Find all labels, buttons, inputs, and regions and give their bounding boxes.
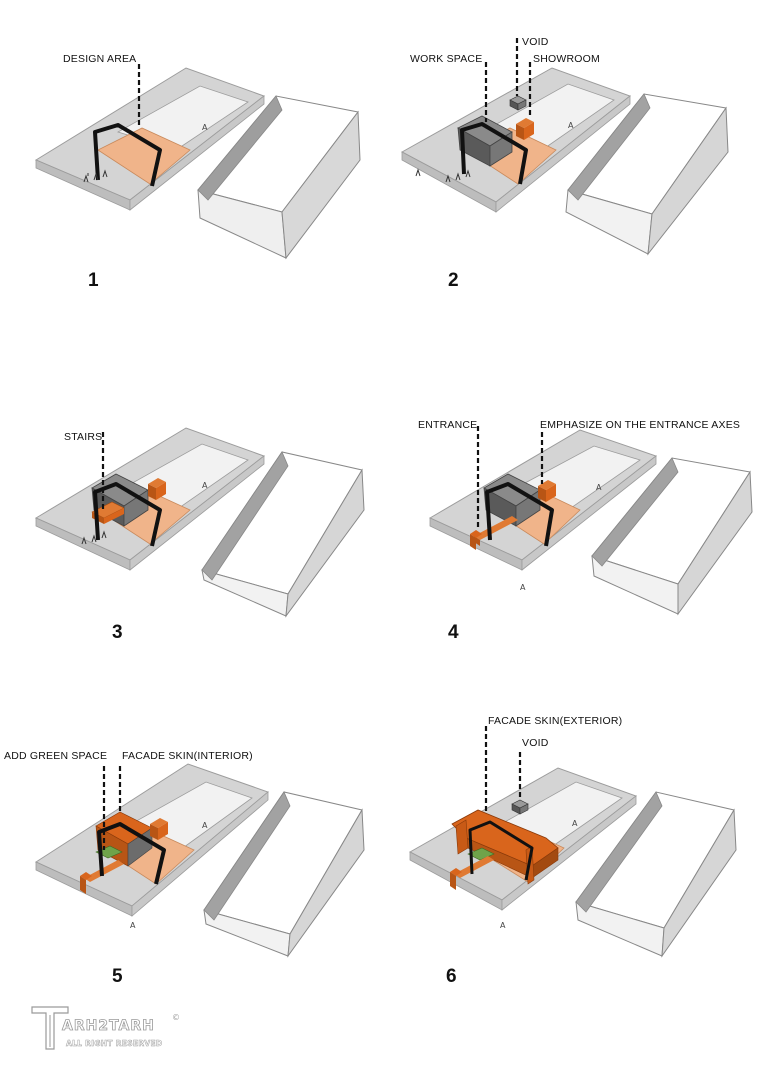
- north-mark: A: [568, 121, 574, 130]
- label-stairs: STAIRS: [64, 431, 103, 443]
- step-number: 2: [448, 270, 459, 291]
- watermark-subtitle: ALL RIGHT RESERVED: [66, 1039, 163, 1049]
- step-4-diagram: A A: [428, 426, 753, 616]
- step-number: 4: [448, 622, 459, 643]
- showroom-volume: [150, 818, 168, 840]
- design-frame: [460, 122, 528, 185]
- step-number: 1: [88, 270, 99, 291]
- design-frame: [468, 820, 534, 881]
- label-void: VOID: [522, 36, 549, 48]
- figure-icons: [83, 169, 108, 183]
- step-6-diagram: A A: [408, 726, 737, 958]
- entrance-path: [450, 856, 494, 890]
- design-frame: [485, 482, 554, 547]
- north-mark: A: [596, 483, 602, 492]
- step-6-panel: A A FACADE SKIN(EXTERIOR) VOID 6: [382, 715, 764, 1076]
- watermark-title: ARH2TARH: [62, 1018, 155, 1035]
- north-mark: A: [572, 819, 578, 828]
- label-void: VOID: [522, 737, 549, 749]
- label-work-space: WORK SPACE: [410, 53, 483, 65]
- showroom-volume: [538, 480, 556, 502]
- north-mark: A: [202, 123, 208, 132]
- step-1-diagram: A: [34, 64, 361, 260]
- step-number: 5: [112, 966, 123, 987]
- step-5-panel: A A ADD GREEN SPACE FACADE SKIN(INTERIOR…: [0, 720, 382, 1076]
- void-box: [509, 95, 527, 111]
- step-number: 3: [112, 622, 123, 643]
- existing-building: [591, 457, 753, 616]
- label-showroom: SHOWROOM: [533, 53, 600, 65]
- green-space: [467, 847, 495, 861]
- label-design-area: DESIGN AREA: [63, 53, 137, 65]
- step-3-diagram: A: [34, 427, 365, 618]
- watermark-logo-mark: [31, 1006, 69, 1050]
- existing-building: [203, 791, 365, 958]
- entrance-path: [470, 516, 518, 550]
- axis-mark: A: [500, 921, 506, 930]
- label-green-space: ADD GREEN SPACE: [4, 750, 108, 762]
- figure-icons: [415, 168, 471, 183]
- design-frame: [97, 822, 166, 885]
- step-4-panel: A A ENTRANCE EMPHASIZE ON THE ENTRANCE A…: [382, 360, 764, 716]
- axis-mark: A: [130, 921, 136, 930]
- existing-building: [575, 791, 737, 958]
- step-3-panel: A STAIRS 3: [0, 360, 382, 716]
- figure-icons: [81, 530, 107, 545]
- design-area: [97, 127, 191, 185]
- step-2-diagram: A: [400, 38, 729, 256]
- design-frame: [93, 482, 162, 547]
- showroom-volume: [516, 118, 534, 140]
- step-5-diagram: A A: [34, 763, 365, 958]
- entrance-path: [80, 860, 124, 894]
- label-entrance-axes: EMPHASIZE ON THE ENTRANCE AXES: [540, 419, 741, 431]
- showroom-volume: [148, 478, 166, 500]
- existing-building: [201, 451, 365, 618]
- existing-building: [197, 95, 361, 260]
- step-number: 6: [446, 966, 457, 987]
- step-1-panel: A DESIGN AREA 1: [0, 0, 382, 356]
- north-mark: A: [202, 821, 208, 830]
- existing-building: [565, 93, 729, 256]
- copyright-symbol: ©: [172, 1013, 180, 1022]
- north-mark: A: [202, 481, 208, 490]
- design-frame: [93, 123, 162, 187]
- watermark: ARH2TARH ALL RIGHT RESERVED ©: [30, 1003, 190, 1053]
- label-facade-interior: FACADE SKIN(INTERIOR): [122, 750, 253, 762]
- void-box: [511, 799, 529, 815]
- label-facade-exterior: FACADE SKIN(EXTERIOR): [488, 715, 623, 727]
- step-2-panel: A WORK SPACE VOID SHOWROOM 2: [382, 0, 764, 356]
- axis-mark: A: [520, 583, 526, 592]
- label-entrance: ENTRANCE: [418, 419, 478, 431]
